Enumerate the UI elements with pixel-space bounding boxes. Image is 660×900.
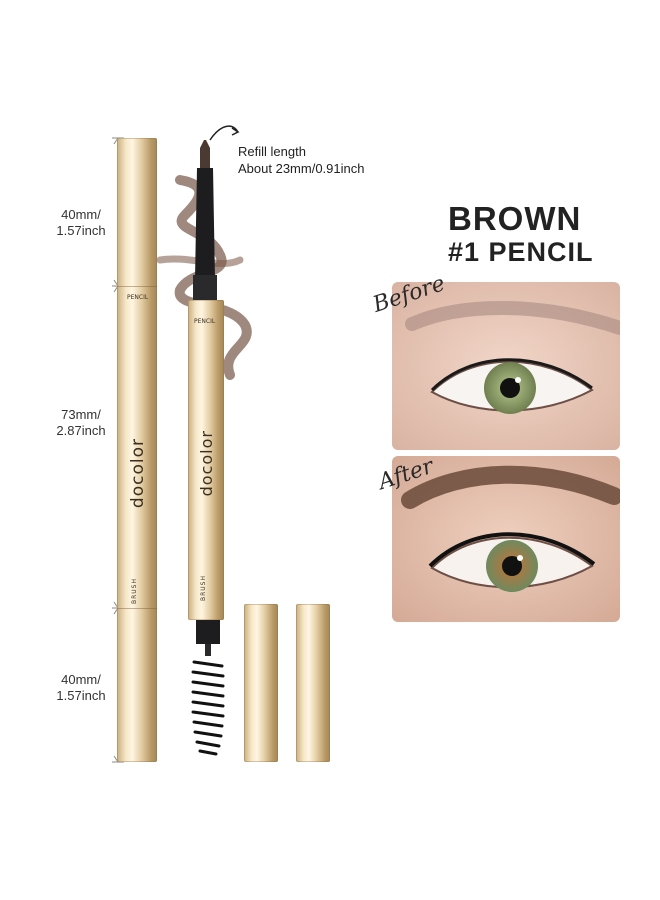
brand-logo: docolor xyxy=(128,438,148,509)
cap-seam-bottom xyxy=(117,608,157,609)
pencil-tip xyxy=(193,125,240,300)
brush-mark-label-2: BRUSH xyxy=(200,575,207,601)
shade-subtitle: #1 PENCIL xyxy=(448,237,594,267)
refill-caption-line2: About 23mm/0.91inch xyxy=(238,161,365,176)
cap-seam-top xyxy=(117,286,157,287)
dimension-bottom-mm: 40mm/ xyxy=(61,672,101,687)
dimension-top-label: 40mm/ 1.57inch xyxy=(36,207,126,239)
before-eye-photo xyxy=(392,282,620,450)
pencil-mark-label-2: PENCIL xyxy=(194,318,216,325)
dimension-middle-label: 73mm/ 2.87inch xyxy=(36,407,126,439)
dimension-bottom-label: 40mm/ 1.57inch xyxy=(36,672,126,704)
cap-left xyxy=(244,604,278,762)
brush-mark-label: BRUSH xyxy=(131,578,138,604)
brand-logo-2: docolor xyxy=(197,430,216,497)
after-eye-photo xyxy=(392,456,620,622)
dimension-top-mm: 40mm/ xyxy=(61,207,101,222)
cap-right xyxy=(296,604,330,762)
pencil-mark-label: PENCIL xyxy=(127,294,149,301)
refill-caption: Refill length About 23mm/0.91inch xyxy=(238,143,364,177)
pencil-uncapped-body: PENCIL docolor BRUSH xyxy=(188,300,224,620)
refill-caption-line1: Refill length xyxy=(238,144,306,159)
shade-title: BROWN xyxy=(448,200,582,237)
dimension-middle-mm: 73mm/ xyxy=(61,407,101,422)
spoolie-brush xyxy=(191,620,225,756)
dimension-top-inch: 1.57inch xyxy=(56,223,106,238)
dimension-middle-inch: 2.87inch xyxy=(56,423,106,438)
dimension-bottom-inch: 1.57inch xyxy=(56,688,106,703)
pencil-capped: PENCIL docolor BRUSH xyxy=(117,138,157,762)
